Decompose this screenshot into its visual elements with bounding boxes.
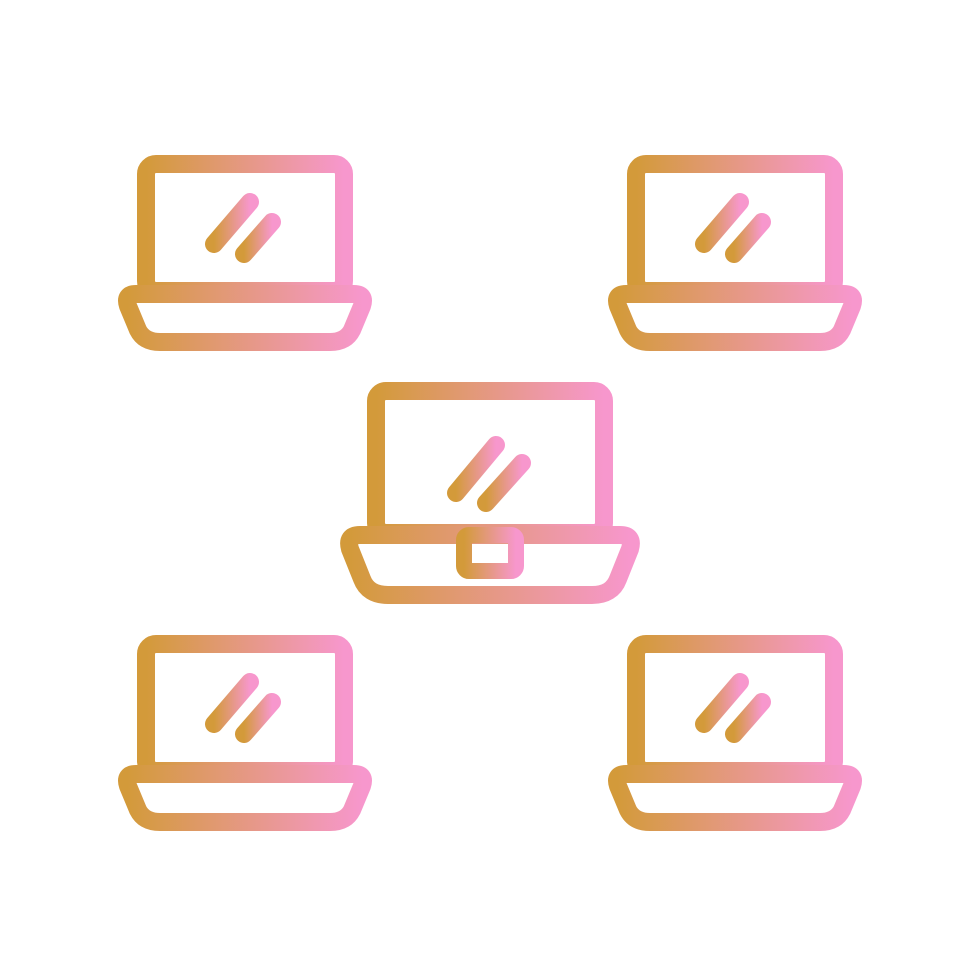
network-connections — [236, 332, 744, 642]
laptop-bottom-right-icon — [617, 644, 853, 822]
laptop-top-left-icon — [127, 164, 363, 342]
laptop-center-icon — [340, 382, 640, 604]
laptop-bottom-left-icon — [127, 644, 363, 822]
laptop-top-right-icon — [617, 164, 853, 342]
